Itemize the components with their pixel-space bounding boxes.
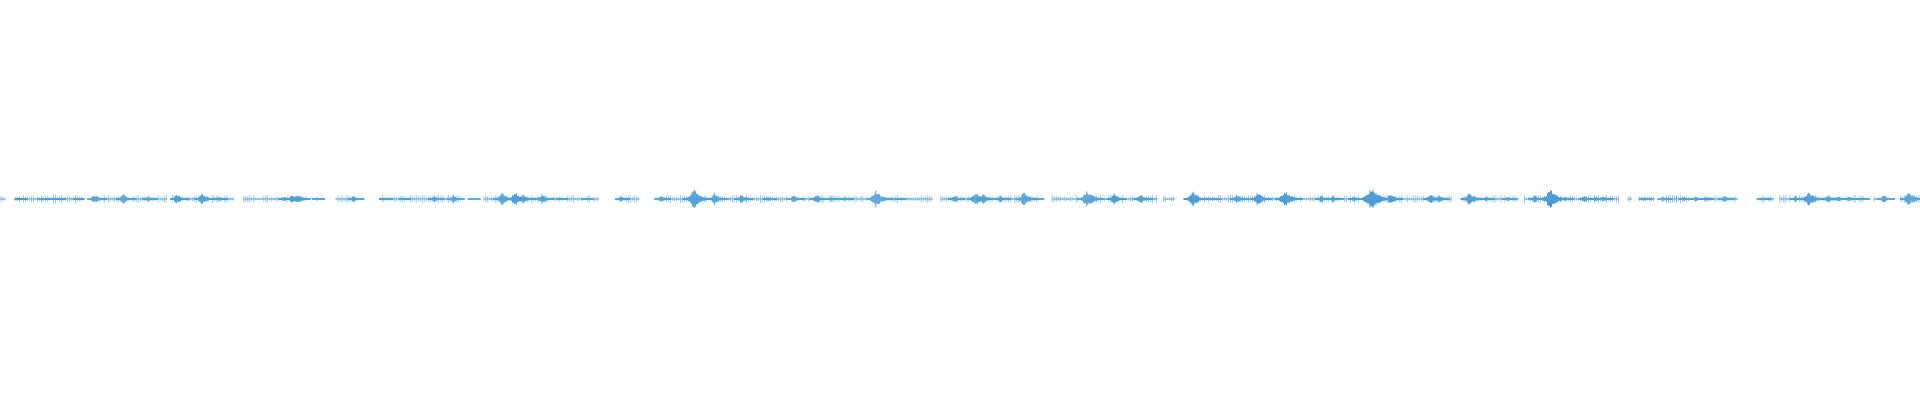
waveform-burst: [1183, 191, 1209, 207]
waveform-burst: [115, 194, 136, 204]
waveform-burst: [87, 196, 108, 202]
waveform-burst: [654, 196, 672, 202]
waveform-burst: [347, 195, 365, 203]
waveform-burst: [1559, 197, 1574, 201]
waveform-burst: [446, 194, 465, 204]
waveform-burst: [1900, 193, 1920, 205]
waveform-burst: [72, 198, 85, 200]
waveform-burst: [194, 194, 216, 204]
waveform-peaks: [14, 189, 1920, 209]
waveform-burst: [734, 195, 754, 203]
waveform-burst: [1481, 197, 1496, 201]
waveform-burst: [894, 197, 907, 201]
waveform-burst: [467, 197, 481, 201]
waveform-burst: [1275, 192, 1303, 206]
waveform-burst: [1757, 197, 1772, 201]
waveform-burst: [1431, 195, 1450, 203]
waveform-burst: [515, 194, 536, 204]
waveform-burst: [1460, 192, 1485, 206]
waveform-burst: [290, 195, 311, 203]
waveform-burst: [1229, 195, 1249, 203]
waveform-burst: [1597, 197, 1614, 201]
waveform-burst: [581, 198, 594, 200]
waveform-burst: [1106, 193, 1127, 205]
waveform-burst: [1700, 197, 1714, 201]
waveform-burst: [1857, 197, 1870, 201]
waveform-burst: [976, 194, 997, 204]
waveform-burst: [53, 197, 66, 201]
waveform-burst: [1032, 197, 1045, 201]
waveform-burst: [839, 197, 854, 201]
waveform-burst: [866, 190, 894, 208]
waveform-burst: [826, 197, 842, 201]
waveform-burst: [994, 195, 1012, 203]
waveform-burst: [1326, 195, 1344, 203]
waveform-burst: [706, 192, 728, 206]
waveform-burst: [428, 196, 445, 202]
waveform-burst: [398, 198, 411, 200]
waveform-burst: [1208, 197, 1222, 201]
waveform-burst: [682, 189, 713, 209]
waveform-burst: [14, 197, 28, 201]
waveform-burst: [1657, 196, 1673, 202]
waveform-burst: [786, 195, 805, 203]
waveform-burst: [1077, 191, 1106, 207]
waveform-burst: [556, 198, 569, 200]
waveform-burst: [809, 195, 830, 203]
waveform-burst: [534, 194, 555, 204]
waveform-burst: [1638, 197, 1653, 201]
waveform-burst: [1800, 192, 1826, 206]
waveform-burst: [213, 197, 228, 201]
waveform-burst: [1249, 193, 1273, 205]
waveform-burst: [170, 195, 189, 203]
waveform-burst: [1718, 196, 1736, 202]
waveform-burst: [1501, 197, 1517, 201]
waveform-burst: [614, 196, 630, 202]
waveform-burst: [948, 196, 966, 202]
waveform-burst: [142, 197, 158, 201]
waveform-burst: [379, 197, 394, 201]
waveform-burst: [312, 197, 326, 201]
waveform-burst: [1383, 195, 1403, 203]
waveform-burst: [1133, 195, 1154, 203]
waveform-burst: [763, 197, 778, 201]
waveform-burst: [1877, 196, 1896, 202]
